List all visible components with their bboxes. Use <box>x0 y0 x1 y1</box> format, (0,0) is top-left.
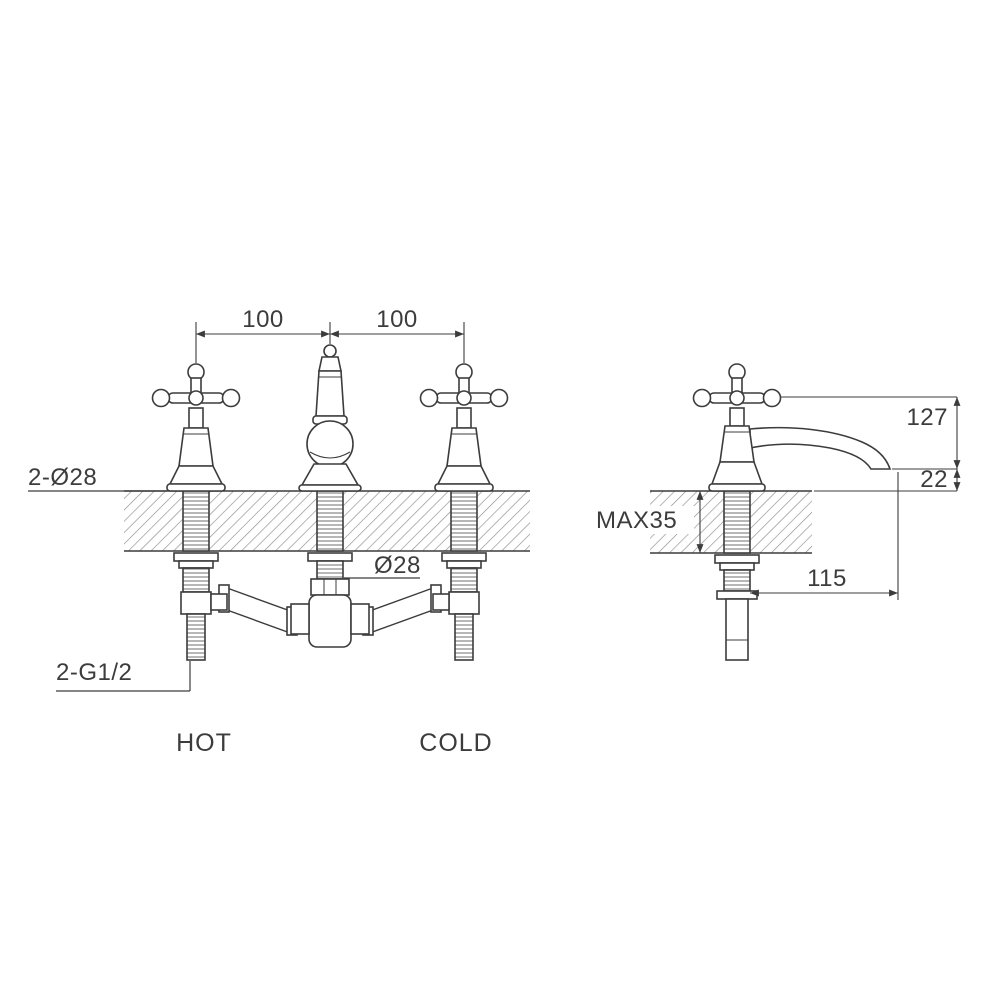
side-shank <box>723 490 751 554</box>
side-handle-right-ball <box>762 388 782 408</box>
spout-shank <box>316 490 344 552</box>
hot-undermount <box>173 552 228 661</box>
side-handle-hub <box>729 390 745 406</box>
centre-spout <box>298 344 362 492</box>
side-spout <box>749 426 892 470</box>
side-deck-dimension: MAX35 <box>592 491 704 553</box>
label-spout-hole: Ø28 <box>374 552 421 579</box>
dim-spout-height: 127 <box>906 404 948 431</box>
dim-hole-spacing-right: 100 <box>376 306 418 333</box>
cold-handle-left-ball <box>419 388 439 408</box>
centre-tee <box>290 552 370 648</box>
cold-handle-right-ball <box>489 388 509 408</box>
front-annotations: 2-Ø28 Ø28 2-G1/2 HOT COLD <box>28 464 492 757</box>
side-height-dimensions: 127 22 <box>781 396 961 493</box>
label-valve-holes: 2-Ø28 <box>28 464 97 491</box>
hot-handle-hub <box>188 390 204 406</box>
side-view: 127 22 MAX35 115 <box>592 363 961 661</box>
cold-valve <box>419 363 509 492</box>
spout-finial <box>323 344 337 358</box>
side-undermount <box>714 554 760 661</box>
hot-shank <box>182 490 210 552</box>
hot-handle-right-ball <box>221 388 241 408</box>
side-tap-body <box>692 363 782 492</box>
cold-shank <box>450 490 478 552</box>
hot-handle-left-ball <box>151 388 171 408</box>
cold-undermount <box>432 552 487 661</box>
side-reach-dimension: 115 <box>750 472 899 600</box>
hot-valve <box>151 363 241 492</box>
dim-hole-spacing-left: 100 <box>242 306 284 333</box>
label-cold: COLD <box>419 729 492 757</box>
label-hot: HOT <box>176 729 232 757</box>
front-view: 100 100 2-Ø28 Ø28 2-G1/2 HOT COLD <box>28 306 530 757</box>
side-handle-left-ball <box>692 388 712 408</box>
cold-inlet-tail <box>454 613 474 661</box>
label-inlet-threads: 2-G1/2 <box>56 659 132 686</box>
dim-spout-reach: 115 <box>807 565 847 592</box>
hot-inlet-tail <box>186 613 206 661</box>
cold-handle-hub <box>456 390 472 406</box>
dim-max-deck-thickness: MAX35 <box>596 507 677 534</box>
side-inlet-tail <box>725 598 749 661</box>
front-top-dimension: 100 100 <box>195 306 465 363</box>
dim-spout-clearance: 22 <box>920 466 948 493</box>
spout-ball <box>306 420 354 468</box>
